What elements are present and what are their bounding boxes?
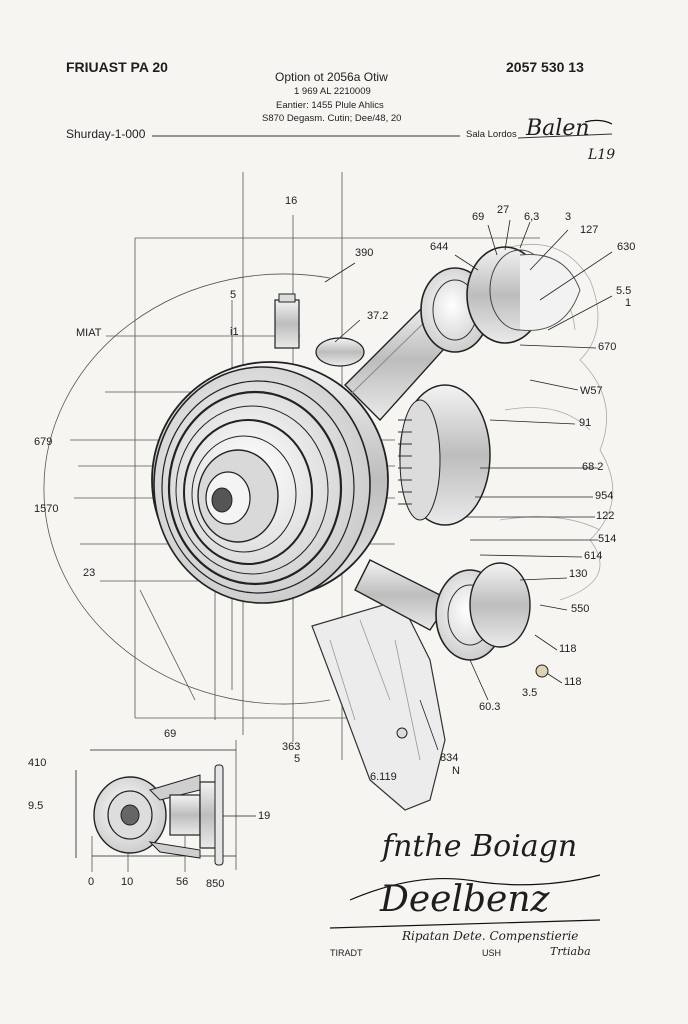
callout: 6.119 xyxy=(370,771,397,783)
document-title: Option ot 2056a Otiw xyxy=(275,70,388,84)
callout: 834 xyxy=(440,752,459,764)
callout: 23 xyxy=(83,567,96,579)
signature-caption: Ripatan Dete. Compenstierie xyxy=(402,929,579,943)
footer-center: USH xyxy=(482,948,502,958)
sheet-mark: L19 xyxy=(588,147,616,163)
detail-callout: 69 xyxy=(164,728,177,740)
callout: 1570 xyxy=(34,503,59,515)
footer-left: TIRADT xyxy=(330,948,363,958)
callout: 5 xyxy=(294,753,301,765)
callout: 37.2 xyxy=(367,310,389,322)
detail-callout: 850 xyxy=(206,878,225,890)
signature-line-2: Deelbenz xyxy=(380,879,550,920)
callout: W57 xyxy=(580,385,603,397)
callout: 68 2 xyxy=(582,461,604,473)
callout: 130 xyxy=(569,568,588,580)
detail-callout: 10 xyxy=(121,876,134,888)
callout: 670 xyxy=(598,341,617,353)
callout: 91 xyxy=(579,417,592,429)
callout: 630 xyxy=(617,241,636,253)
callout: 27 xyxy=(497,204,510,216)
detail-callout: 410 xyxy=(28,757,47,769)
document-code-left: FRIUAST PA 20 xyxy=(66,59,168,75)
detail-callout: 19 xyxy=(258,810,271,822)
header-signature: Balen xyxy=(526,116,590,141)
callout: 514 xyxy=(598,533,617,545)
callout: 69 xyxy=(472,211,485,223)
header-line-1: 1 969 AL 2210009 xyxy=(294,86,371,97)
callout: 550 xyxy=(571,603,590,615)
sign-label: Sala Lordos xyxy=(466,129,517,140)
callout: i1 xyxy=(230,326,239,338)
callout: 363 xyxy=(282,741,301,753)
callout: 390 xyxy=(355,247,374,259)
callout: 644 xyxy=(430,241,449,253)
callout: N xyxy=(452,765,460,777)
footer-right: Trtiaba xyxy=(550,945,591,958)
callout: 3.5 xyxy=(522,687,538,699)
header-line-3: S870 Degasm. Cutin; Dee/48, 20 xyxy=(262,113,402,124)
callout: 6,3 xyxy=(524,211,540,223)
callout: 118 xyxy=(564,676,582,688)
callout: 127 xyxy=(580,224,599,236)
callout: 122 xyxy=(596,510,615,522)
signature-line-1: fnthe Boiagn xyxy=(382,829,578,864)
callout: 3 xyxy=(565,211,572,223)
callout: 16 xyxy=(285,195,298,207)
callout: 5.5 xyxy=(616,285,632,297)
callout: 118 xyxy=(559,643,577,655)
callout: 614 xyxy=(584,550,603,562)
callout: 60.3 xyxy=(479,701,501,713)
callout: 954 xyxy=(595,490,614,502)
detail-callout: 0 xyxy=(88,876,95,888)
date-line: Shurday-1-000 xyxy=(66,127,146,141)
callout: 5 xyxy=(230,289,237,301)
detail-callout: 9.5 xyxy=(28,800,44,812)
callout: MIAT xyxy=(76,327,102,339)
document-code-right: 2057 530 13 xyxy=(506,59,584,75)
callout: 679 xyxy=(34,436,53,448)
detail-callout: 56 xyxy=(176,876,189,888)
header-line-2: Eantier: 1455 Plule Ahlics xyxy=(276,100,384,111)
callout: 1 xyxy=(625,297,632,309)
